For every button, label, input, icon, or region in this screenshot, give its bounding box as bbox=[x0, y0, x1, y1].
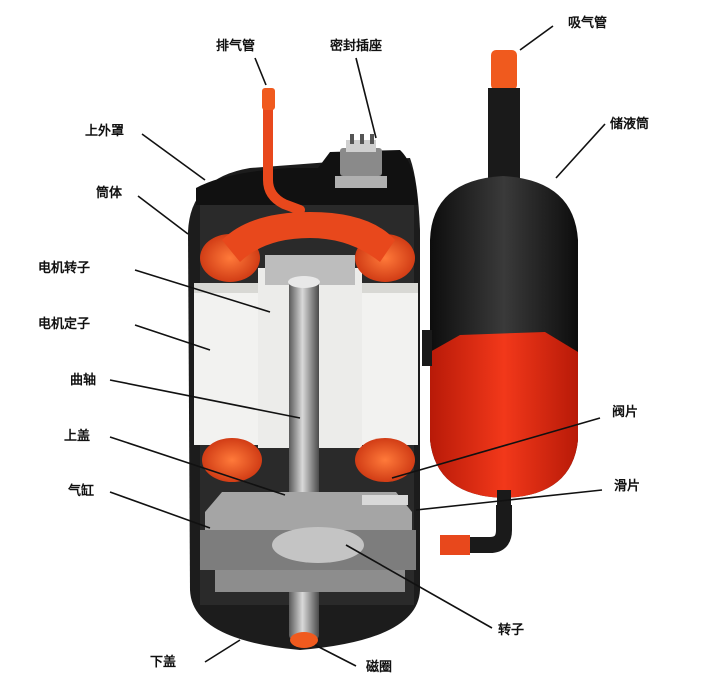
pump-rotor bbox=[272, 527, 364, 563]
lower-coil-left bbox=[202, 438, 262, 482]
lower-coil-right bbox=[355, 438, 415, 482]
pump-upper-cover bbox=[205, 492, 412, 530]
suction-return-pipe bbox=[440, 505, 512, 553]
label-motor-rotor: 电机转子 bbox=[38, 260, 90, 276]
label-rotor: 转子 bbox=[498, 622, 524, 638]
labels: 排气管 密封插座 吸气管 上外罩 储液筒 筒体 电机转子 电机定子 曲轴 上盖 … bbox=[38, 15, 649, 675]
label-cylinder: 气缸 bbox=[68, 483, 94, 499]
discharge-pipe-tip bbox=[262, 88, 275, 110]
leader-motor-stator bbox=[134, 324, 211, 351]
seal-terminal bbox=[335, 134, 387, 188]
accumulator-bracket bbox=[422, 330, 432, 366]
pump-lower-plate bbox=[215, 570, 405, 592]
label-crankshaft: 曲轴 bbox=[70, 372, 96, 388]
label-upper-shell: 上外罩 bbox=[85, 123, 124, 139]
suction-pipe-neck bbox=[488, 88, 520, 178]
label-cylinder-body: 筒体 bbox=[96, 185, 123, 201]
leader-vane bbox=[415, 489, 603, 511]
discharge-pipe-inner bbox=[263, 90, 305, 215]
pump-vane bbox=[362, 495, 408, 505]
leader-cylinder bbox=[109, 491, 211, 529]
label-valve-plate: 阀片 bbox=[612, 404, 638, 420]
leader-rotor bbox=[345, 544, 493, 629]
leader-magnetic-ring bbox=[314, 644, 357, 667]
leader-accumulator bbox=[555, 123, 606, 179]
leader-valve-plate bbox=[391, 417, 601, 479]
label-accumulator: 储液筒 bbox=[609, 116, 649, 132]
label-upper-cover: 上盖 bbox=[64, 428, 90, 444]
upper-coil-band bbox=[222, 212, 395, 262]
suction-return-sleeve bbox=[440, 535, 470, 555]
leader-upper-cover bbox=[109, 436, 286, 496]
leader-motor-rotor bbox=[134, 269, 271, 313]
leader-suction-pipe bbox=[519, 25, 554, 51]
label-magnetic-ring: 磁圈 bbox=[366, 659, 392, 675]
magnetic-ring bbox=[290, 632, 318, 648]
label-vane: 滑片 bbox=[614, 478, 640, 494]
leader-discharge-pipe bbox=[254, 57, 267, 86]
leader-seal-terminal bbox=[355, 57, 377, 139]
label-motor-stator: 电机定子 bbox=[38, 316, 90, 332]
label-suction-pipe: 吸气管 bbox=[568, 15, 607, 31]
leader-cylinder-body bbox=[137, 195, 189, 235]
accumulator-liquid bbox=[430, 332, 578, 498]
label-lower-cover: 下盖 bbox=[150, 654, 176, 670]
label-seal-terminal: 密封插座 bbox=[329, 38, 382, 54]
label-discharge-pipe: 排气管 bbox=[216, 38, 255, 54]
leader-crankshaft bbox=[109, 379, 301, 419]
leader-lower-cover bbox=[204, 639, 241, 663]
suction-pipe-top bbox=[491, 50, 517, 90]
accumulator-tank bbox=[422, 50, 578, 555]
compressor-body bbox=[188, 88, 420, 650]
crankshaft-top bbox=[288, 276, 320, 288]
leader-upper-shell bbox=[141, 133, 206, 181]
leader-lines bbox=[109, 25, 606, 667]
